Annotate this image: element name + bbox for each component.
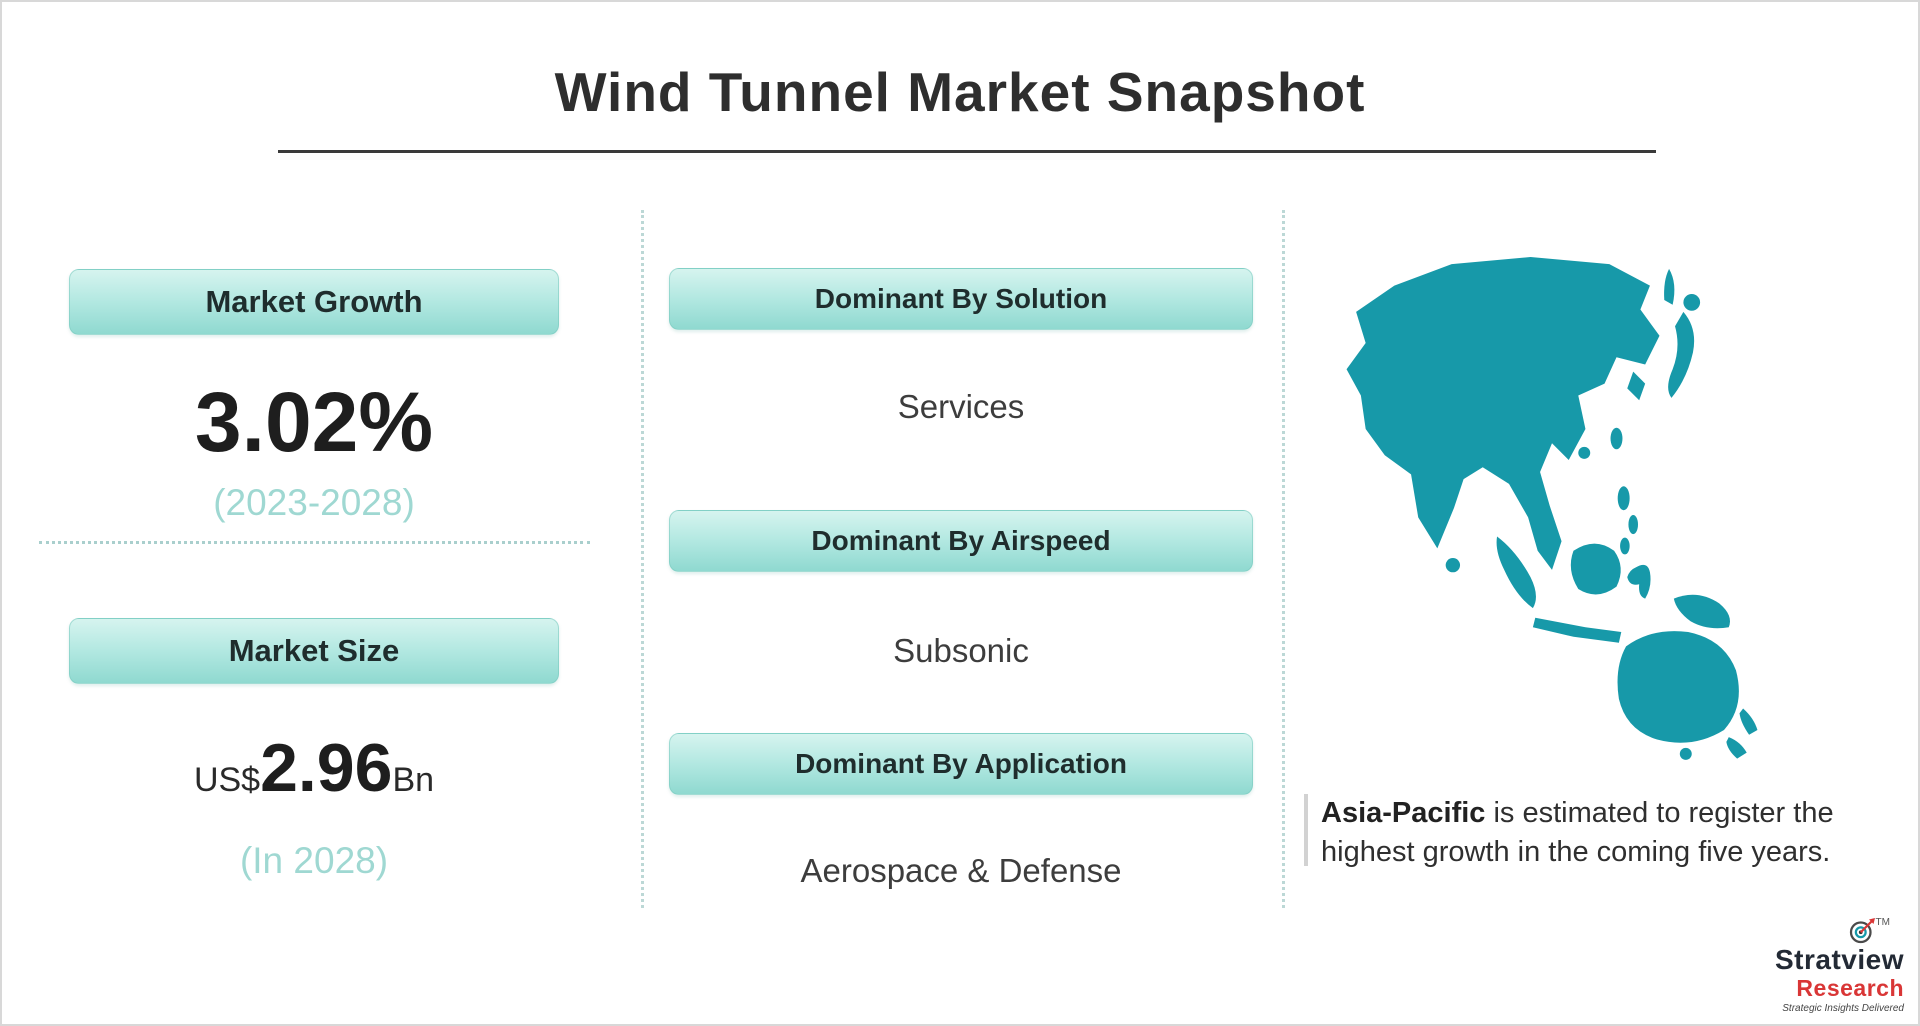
dominant-application-label: Dominant By Application xyxy=(795,748,1127,779)
dominant-solution-label: Dominant By Solution xyxy=(814,283,1108,314)
market-size-period: (In 2028) xyxy=(239,840,389,881)
vertical-divider-right xyxy=(1282,210,1285,908)
asia-pacific-map xyxy=(1337,252,1767,766)
dominant-solution-value: Services xyxy=(897,388,1025,425)
vertical-divider-left xyxy=(641,210,644,908)
market-growth-pill: Market Growth xyxy=(69,269,559,335)
region-note-text: Asia-Pacific is estimated to register th… xyxy=(1321,794,1881,872)
page-title: Wind Tunnel Market Snapshot xyxy=(554,61,1366,123)
dominant-application-value: Aerospace & Defense xyxy=(800,852,1122,889)
market-size-currency: US$ xyxy=(193,761,261,799)
trademark-symbol: TM xyxy=(1875,917,1890,929)
market-growth-label: Market Growth xyxy=(205,284,423,319)
dominant-application-pill: Dominant By Application xyxy=(669,733,1253,795)
stratview-logo: TM Stratview Research Strategic Insights… xyxy=(1734,915,1904,1014)
logo-subname: Research xyxy=(1796,974,1904,1001)
market-size-label: Market Size xyxy=(228,633,400,668)
market-size-pill: Market Size xyxy=(69,618,559,684)
region-sentence: is estimated to register the highest gro… xyxy=(1321,797,1834,869)
logo-icon-row: TM xyxy=(1734,915,1904,945)
horizontal-divider xyxy=(39,541,590,544)
market-size-number: 2.96 xyxy=(260,730,393,806)
logo-tagline: Strategic Insights Delivered xyxy=(1782,1003,1904,1014)
target-arrow-icon xyxy=(1849,918,1875,944)
logo-name: Stratview xyxy=(1775,944,1904,976)
region-name: Asia-Pacific xyxy=(1321,797,1486,829)
title-underline xyxy=(278,150,1656,153)
market-size-unit: Bn xyxy=(392,761,435,799)
region-note-accent-bar xyxy=(1304,794,1308,866)
region-note: Asia-Pacific is estimated to register th… xyxy=(1304,794,1904,872)
asia-pacific-map-svg xyxy=(1346,256,1758,760)
market-growth-period: (2023-2028) xyxy=(213,482,415,523)
dominant-airspeed-label: Dominant By Airspeed xyxy=(811,525,1111,556)
dominant-solution-pill: Dominant By Solution xyxy=(669,268,1253,330)
dominant-airspeed-pill: Dominant By Airspeed xyxy=(669,510,1253,572)
market-growth-value: 3.02% xyxy=(194,375,434,469)
dominant-airspeed-value: Subsonic xyxy=(893,632,1029,669)
